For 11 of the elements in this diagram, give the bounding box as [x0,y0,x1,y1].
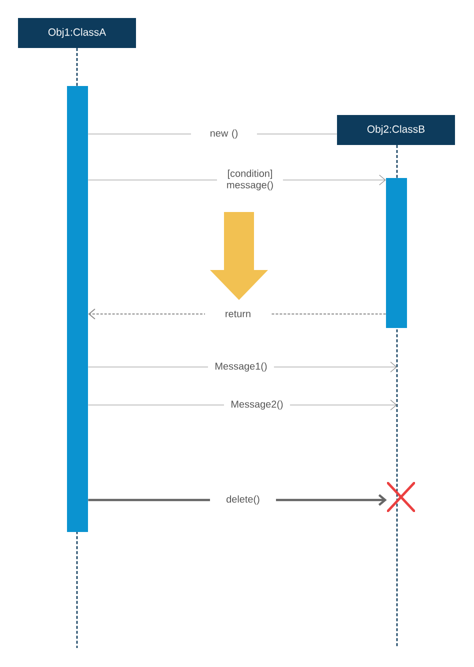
object-box: Obj1:ClassA [18,18,136,48]
edge-label: delete() [210,493,276,507]
edge-label: return [205,308,271,320]
activation-bar [67,86,88,532]
activation-bar [386,178,407,328]
edge-label: new () [191,127,257,141]
object-box: Obj2:ClassB [337,115,455,145]
edge-label: Message2() [224,398,290,412]
edge-label: Message1() [208,360,274,374]
edge-label: [condition] message() [217,168,283,192]
destroy-cross [387,482,415,512]
